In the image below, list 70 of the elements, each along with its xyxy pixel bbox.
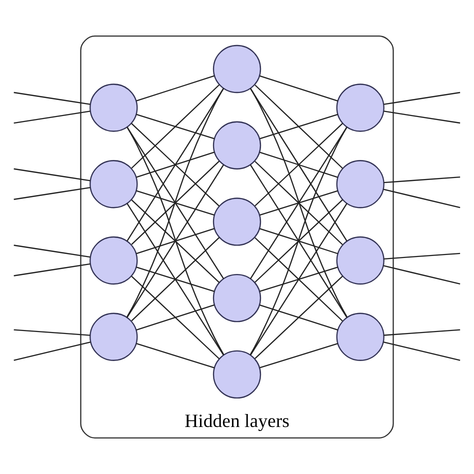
connector: [136, 114, 215, 140]
connector: [260, 75, 338, 102]
connector: [131, 160, 220, 245]
node-circle: [90, 160, 138, 208]
connector: [126, 88, 224, 242]
connector: [383, 342, 460, 361]
connector: [254, 237, 343, 322]
node-circle: [90, 84, 138, 132]
connector: [14, 110, 90, 124]
node-circle: [336, 312, 384, 361]
connector: [250, 203, 348, 356]
connector: [250, 126, 348, 280]
connector: [126, 203, 224, 356]
node-circle: [336, 84, 384, 132]
connector: [384, 92, 460, 105]
node-circle: [212, 274, 262, 322]
connector: [260, 342, 338, 368]
connector: [14, 92, 90, 105]
connector: [260, 114, 338, 140]
connector: [254, 123, 343, 206]
connector: [260, 228, 338, 254]
connector: [14, 341, 91, 361]
connector: [126, 127, 224, 355]
cluster: Hidden layers: [80, 36, 394, 438]
connector: [126, 88, 224, 318]
node-circle: [90, 312, 138, 361]
connector: [250, 127, 348, 355]
connector: [383, 188, 460, 208]
node-circle: [336, 160, 384, 208]
connector: [260, 152, 338, 178]
node-circle: [212, 350, 262, 399]
node-circle: [212, 121, 262, 170]
node-circle: [212, 44, 262, 94]
connector: [384, 176, 460, 184]
connector: [131, 276, 220, 360]
connector: [254, 84, 343, 169]
connector: [384, 110, 460, 124]
connector: [136, 152, 215, 178]
node-circle: [90, 236, 138, 285]
connector: [250, 88, 348, 318]
connector: [254, 276, 343, 360]
connector: [254, 160, 343, 246]
connector: [14, 187, 90, 200]
connector: [384, 329, 460, 336]
connector: [14, 263, 90, 276]
connector: [250, 164, 348, 318]
connector: [254, 199, 343, 283]
connector: [131, 123, 220, 206]
connector: [136, 75, 215, 102]
connector: [250, 88, 348, 242]
connector: [136, 228, 215, 254]
connector: [136, 343, 215, 368]
connector: [136, 190, 215, 216]
connector: [136, 266, 215, 292]
node-circle: [212, 198, 262, 246]
connector: [383, 265, 460, 285]
connector: [126, 126, 224, 280]
connector: [14, 168, 90, 182]
node-circle: [336, 236, 384, 285]
connector: [260, 266, 338, 292]
connector: [384, 252, 460, 260]
connector: [136, 304, 215, 330]
connector: [14, 244, 90, 258]
connector: [126, 164, 224, 318]
connector: [260, 190, 338, 216]
connector: [131, 237, 220, 322]
connector: [14, 329, 90, 336]
connector: [131, 84, 220, 169]
connector: [131, 200, 220, 283]
connector: [260, 304, 338, 331]
